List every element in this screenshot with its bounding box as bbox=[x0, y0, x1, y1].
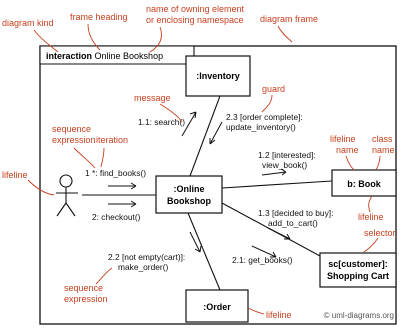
anno-namespace-2: or enclosing namespace bbox=[146, 15, 244, 25]
message-arrows bbox=[108, 111, 291, 258]
lifeline-inventory-label: :Inventory bbox=[196, 71, 240, 81]
anno-lifeline-bottom: lifeline bbox=[266, 310, 292, 320]
lifeline-online-bookshop-label-1: :Online bbox=[174, 184, 205, 194]
anno-sequence-expression-2a: sequence bbox=[64, 283, 103, 293]
anno-class-name-a: class bbox=[372, 134, 393, 144]
lifeline-shopping-cart-label-2: Shopping Cart bbox=[327, 271, 389, 281]
lifeline-book-label: b: Book bbox=[347, 179, 381, 189]
anno-frame-heading: frame heading bbox=[70, 12, 128, 22]
msg-view-book: view_book() bbox=[262, 160, 307, 170]
anno-sequence-expression-1a: sequence bbox=[52, 124, 91, 134]
anno-iteration: iteration bbox=[96, 135, 128, 145]
anno-sequence-expression-1b: expression bbox=[52, 135, 96, 145]
msg-update-guard: 2.3 [order complete]: bbox=[226, 112, 303, 122]
link-bookshop-inventory bbox=[189, 95, 221, 177]
lifeline-online-bookshop-label-2: Bookshop bbox=[167, 196, 212, 206]
anno-diagram-kind: diagram kind bbox=[2, 18, 54, 28]
customer-actor-icon bbox=[56, 174, 78, 217]
link-bookshop-order bbox=[187, 212, 221, 291]
msg-update-inventory: update_inventory() bbox=[226, 122, 296, 132]
msg-add-to-cart: add_to_cart() bbox=[268, 218, 318, 228]
msg-not-empty: 2.2 [not empty(cart)]: bbox=[108, 252, 185, 262]
anno-diagram-frame: diagram frame bbox=[260, 14, 318, 24]
anno-guard: guard bbox=[262, 84, 285, 94]
anno-message: message bbox=[134, 93, 171, 103]
anno-lifeline-left: lifeline bbox=[2, 170, 28, 180]
lifeline-book bbox=[331, 169, 397, 197]
anno-namespace-1: name of owning element bbox=[146, 4, 245, 14]
msg-get-books: 2.1: get_books() bbox=[232, 255, 293, 265]
msg-decided: 1.3 [decided to buy]: bbox=[258, 208, 333, 218]
frame-kind: interaction bbox=[46, 51, 92, 61]
link-bookshop-book bbox=[221, 180, 333, 189]
msg-search: 1.1: search() bbox=[138, 117, 185, 127]
watermark: © uml-diagrams.org bbox=[324, 311, 394, 320]
msg-make-order: make_order() bbox=[118, 262, 168, 272]
lifeline-shopping-cart-label-1: sc[customer]: bbox=[328, 259, 388, 269]
frame-heading: interaction Online Bookshop bbox=[46, 51, 163, 61]
anno-class-name-b: name bbox=[372, 145, 395, 155]
msg-interested: 1.2 [interested]: bbox=[258, 150, 316, 160]
anno-selector: selector bbox=[364, 228, 396, 238]
lifeline-order-label: :Order bbox=[203, 302, 231, 312]
anno-lifeline-name-a: lifeline bbox=[330, 134, 356, 144]
frame-name: Online Bookshop bbox=[95, 51, 164, 61]
msg-find-books: 1 *: find_books() bbox=[85, 168, 146, 178]
msg-checkout: 2: checkout() bbox=[92, 212, 141, 222]
lifeline-order bbox=[185, 289, 249, 323]
lifeline-shopping-cart bbox=[319, 252, 397, 288]
lifeline-inventory bbox=[185, 55, 251, 97]
annotation-leaders bbox=[27, 23, 381, 315]
lifeline-online-bookshop bbox=[155, 175, 223, 214]
anno-sequence-expression-2b: expression bbox=[64, 294, 108, 304]
anno-lifeline-right: lifeline bbox=[358, 212, 384, 222]
anno-lifeline-name-b: name bbox=[336, 145, 359, 155]
